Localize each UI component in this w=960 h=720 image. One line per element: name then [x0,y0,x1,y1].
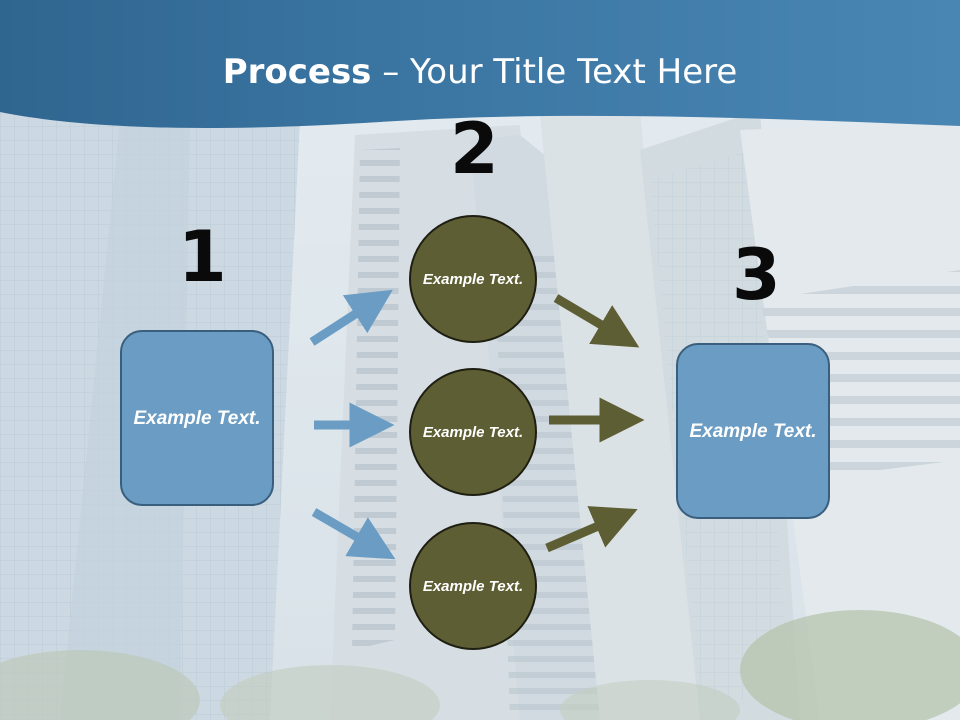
circle-2-label: Example Text. [422,423,524,441]
circle-1: Example Text. [409,215,537,343]
circle-2: Example Text. [409,368,537,496]
arrow-left-to-circle-3 [311,508,396,560]
circle-3-label: Example Text. [422,577,524,595]
left-box-label: Example Text. [133,407,261,429]
slide-title: Process – Your Title Text Here [0,52,960,92]
right-box: Example Text. [676,343,830,519]
step-number-2: 2 [450,108,499,190]
left-box: Example Text. [120,330,274,506]
circle-1-label: Example Text. [422,270,524,288]
title-rest: – Your Title Text Here [371,52,738,92]
arrow-circle-3-to-right [545,506,638,553]
circle-3: Example Text. [409,522,537,650]
step-number-1: 1 [178,216,227,298]
title-bold: Process [222,52,372,92]
arrow-circle-1-to-right [553,294,640,348]
right-box-label: Example Text. [689,420,817,442]
arrow-left-to-circle-1 [309,289,393,346]
step-number-3: 3 [732,234,781,316]
